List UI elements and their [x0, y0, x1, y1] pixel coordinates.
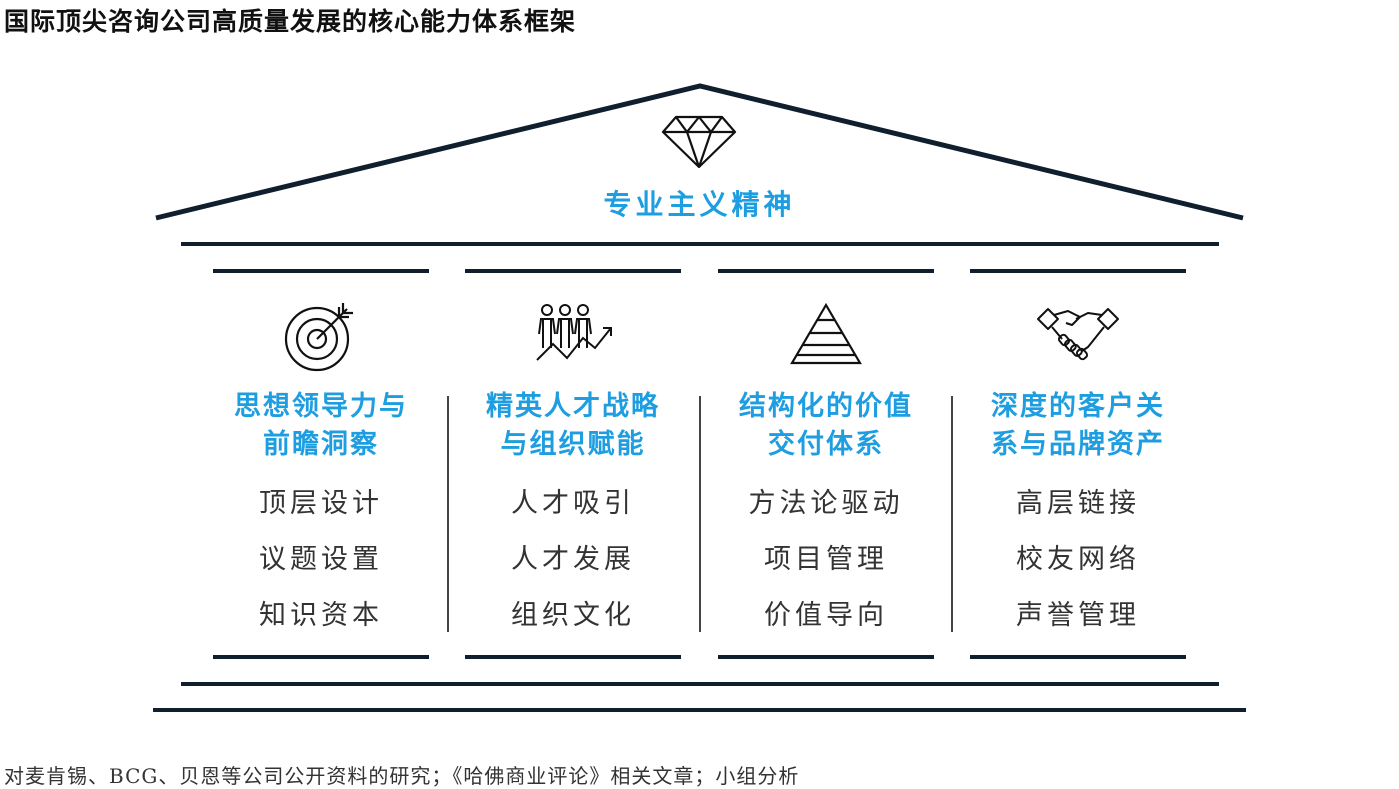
pillar-value-delivery: 结构化的价值 交付体系 方法论驱动 项目管理 价值导向 [711, 290, 941, 644]
talent-growth-icon [536, 304, 612, 361]
motto: 专业主义精神 [603, 188, 796, 221]
pillar-item: 声誉管理 [1016, 600, 1140, 631]
diamond-icon [661, 115, 737, 169]
entablature-bar [181, 242, 1219, 246]
pillar-cap [465, 269, 681, 273]
target-icon [284, 303, 353, 372]
page-title: 国际顶尖咨询公司高质量发展的核心能力体系框架 [4, 7, 577, 36]
pillar-thought-leadership: 思想领导力与 前瞻洞察 顶层设计 议题设置 知识资本 [206, 290, 436, 644]
pillar-item: 高层链接 [1016, 488, 1140, 519]
pillar-base [718, 655, 934, 659]
pillar-item: 顶层设计 [259, 488, 383, 519]
pillar-item: 知识资本 [259, 600, 383, 631]
pillar-cap [213, 269, 429, 273]
pillar-item: 方法论驱动 [748, 488, 904, 519]
pillar-base [970, 655, 1186, 659]
pillar-cap [970, 269, 1186, 273]
pillar-item: 项目管理 [764, 544, 888, 575]
pillar-base [465, 655, 681, 659]
pillar-divider [951, 396, 953, 632]
pillar-item: 议题设置 [259, 544, 383, 575]
pillar-client-relations: 深度的客户关 系与品牌资产 高层链接 校友网络 声誉管理 [963, 290, 1193, 644]
pillar-item: 组织文化 [511, 600, 635, 631]
pillar-divider [447, 396, 449, 632]
pillar-item: 校友网络 [1016, 544, 1140, 575]
stylobate-bar [181, 682, 1219, 686]
handshake-icon [1037, 308, 1119, 361]
roof-line [155, 83, 1244, 221]
pillar-talent-strategy: 精英人才战略 与组织赋能 人才吸引 人才发展 组织文化 [458, 290, 688, 644]
pillar-divider [699, 396, 701, 632]
pillar-heading: 思想领导力与 前瞻洞察 [234, 391, 408, 460]
pillar-item: 价值导向 [764, 600, 888, 631]
pillar-heading: 深度的客户关 系与品牌资产 [991, 391, 1165, 460]
pillar-items: 人才吸引 人才发展 组织文化 [458, 476, 688, 644]
pillar-items: 方法论驱动 项目管理 价值导向 [711, 476, 941, 644]
pillar-base [213, 655, 429, 659]
pillar-item: 人才吸引 [511, 488, 635, 519]
pillar-items: 高层链接 校友网络 声誉管理 [963, 476, 1193, 644]
pillar-item: 人才发展 [511, 544, 635, 575]
pillar-heading: 结构化的价值 交付体系 [739, 391, 913, 460]
pillar-heading: 精英人才战略 与组织赋能 [486, 391, 660, 460]
foundation-bar [153, 708, 1246, 712]
pillar-items: 顶层设计 议题设置 知识资本 [206, 476, 436, 644]
source-note: 对麦肯锡、BCG、贝恩等公司公开资料的研究；《哈佛商业评论》相关文章；小组分析 [4, 764, 800, 788]
pyramid-icon [790, 302, 862, 365]
pillar-cap [718, 269, 934, 273]
